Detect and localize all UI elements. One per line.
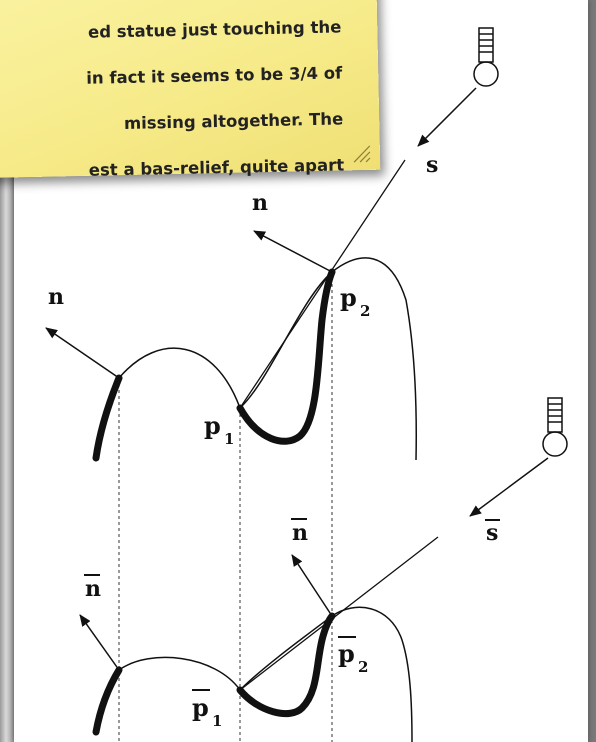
label-n-bar-right: n xyxy=(292,520,308,546)
label-p1: p xyxy=(204,411,221,440)
light-ray-bottom xyxy=(239,536,439,691)
label-n-bar-left: n xyxy=(85,576,101,602)
bottom-shadow-left xyxy=(92,666,123,736)
normal-arrow-bottom-right xyxy=(291,554,333,617)
top-shadow-middle xyxy=(236,268,336,445)
label-s-bar: s xyxy=(486,520,498,546)
label-s: s xyxy=(426,152,438,178)
sticky-note-line: ed statue just touching the xyxy=(87,17,342,42)
label-p1-bar-subscript: 1 xyxy=(212,712,222,730)
bas-relief-diagram: s n n p 2 p 1 s n n p 2 p 1 xyxy=(45,27,568,742)
top-shadow-left xyxy=(92,374,123,462)
resize-grip-icon[interactable] xyxy=(350,142,372,164)
bottom-shadow-middle xyxy=(236,612,336,718)
light-ray-top xyxy=(239,159,406,409)
top-surface-curve xyxy=(118,257,417,461)
light-bulb-icon-top xyxy=(473,27,499,87)
light-direction-arrow-top xyxy=(417,87,477,147)
label-p2-bar-subscript: 2 xyxy=(358,658,368,676)
sticky-note-line: missing altogether. The xyxy=(123,109,344,134)
projection-lines xyxy=(118,272,333,742)
label-p2: p xyxy=(340,283,357,312)
sticky-note-line: est a bas-relief, quite apart xyxy=(88,155,345,180)
light-direction-arrow-bottom xyxy=(469,457,549,517)
normal-arrow-top xyxy=(253,230,333,273)
normal-arrow-bottom-left xyxy=(79,614,120,671)
sticky-note-line: in fact it seems to be 3/4 of xyxy=(85,63,343,88)
label-n-left: n xyxy=(48,284,64,310)
label-p1-bar: p xyxy=(192,693,209,722)
light-bulb-icon-bottom xyxy=(542,397,568,457)
label-p2-subscript: 2 xyxy=(360,302,370,320)
sticky-note[interactable]: ed statue just touching the in fact it s… xyxy=(0,0,381,180)
label-p1-subscript: 1 xyxy=(224,430,234,448)
sticky-note-text: ed statue just touching the in fact it s… xyxy=(11,0,345,206)
label-p2-bar: p xyxy=(338,639,355,668)
label-n-top: n xyxy=(252,190,268,216)
normal-arrow-left xyxy=(45,327,120,379)
